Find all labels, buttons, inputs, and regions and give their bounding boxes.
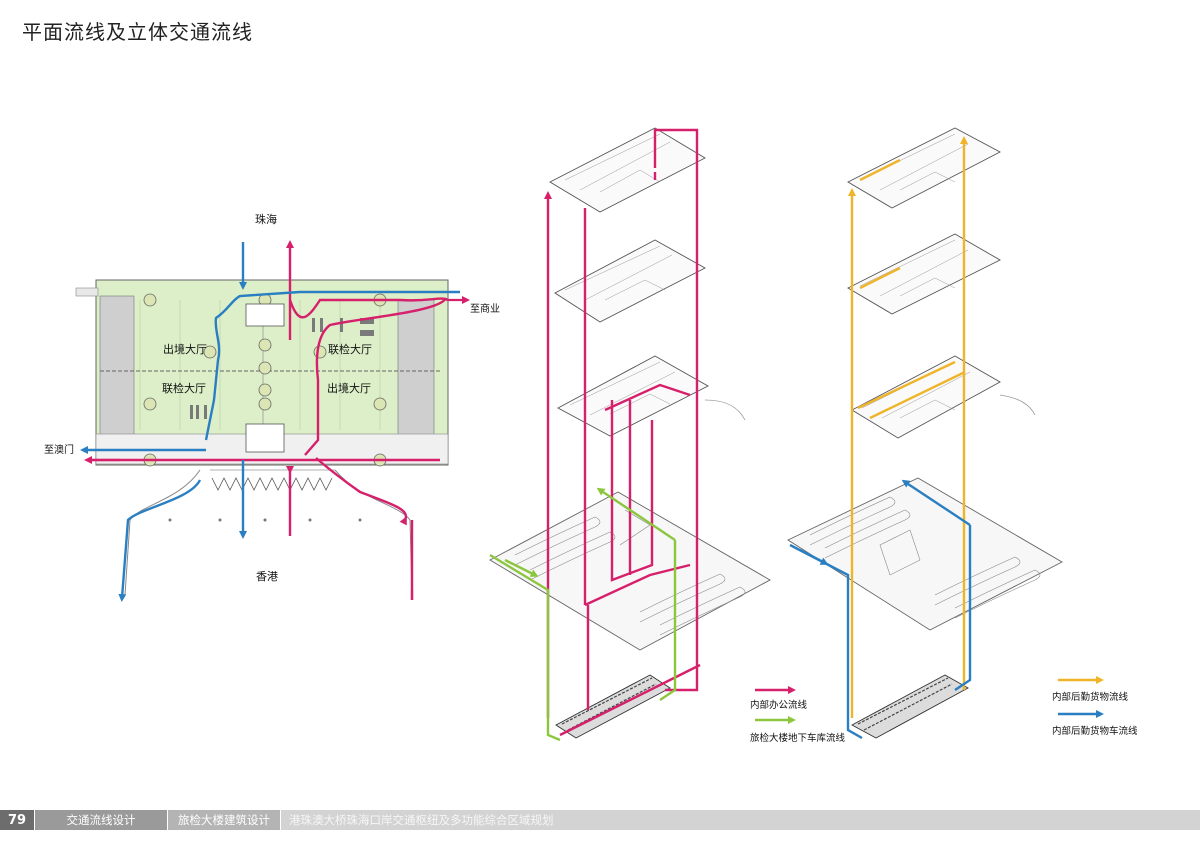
- axon-flow-yellow: [848, 136, 968, 718]
- legend-right: 内部后勤货物流线 内部后勤货物车流线: [1052, 676, 1138, 737]
- page-footer: 79 交通流线设计 旅检大楼建筑设计 港珠澳大桥珠海口岸交通枢纽及多功能综合区域…: [0, 810, 1200, 830]
- plan-flow-blue: [80, 242, 460, 602]
- page-number: 79: [0, 810, 34, 830]
- label-to-macau: 至澳门: [44, 443, 74, 456]
- legend-left: 内部办公流线 旅检大楼地下车库流线: [750, 686, 846, 744]
- axon-flow-green: [489, 487, 677, 742]
- legend-office-label: 内部办公流线: [750, 699, 808, 711]
- axon-flow-magenta: [544, 128, 701, 737]
- footer-project: 港珠澳大桥珠海口岸交通枢纽及多功能综合区域规划: [281, 810, 1200, 830]
- legend-vehicle-label: 内部后勤货物车流线: [1052, 725, 1138, 737]
- floor-plan: [75, 279, 449, 596]
- legend-parking-label: 旅检大楼地下车库流线: [750, 732, 846, 744]
- hall-label-2: 联检大厅: [162, 381, 206, 395]
- footer-section: 交通流线设计: [35, 810, 167, 830]
- plan-flow-magenta: [90, 240, 449, 600]
- label-to-commerce: 至商业: [470, 302, 500, 315]
- hall-label-3: 联检大厅: [328, 342, 372, 356]
- label-hongkong: 香港: [256, 570, 278, 583]
- axon-flow-blue: [789, 479, 972, 740]
- hall-label-1: 出境大厅: [163, 342, 207, 356]
- legend-goods-label: 内部后勤货物流线: [1052, 691, 1129, 703]
- axonometric-logistics: [787, 127, 1063, 739]
- page-title: 平面流线及立体交通流线: [22, 20, 253, 44]
- hall-label-4: 出境大厅: [327, 381, 371, 395]
- label-zhuhai: 珠海: [255, 212, 277, 226]
- footer-subsection: 旅检大楼建筑设计: [168, 810, 280, 830]
